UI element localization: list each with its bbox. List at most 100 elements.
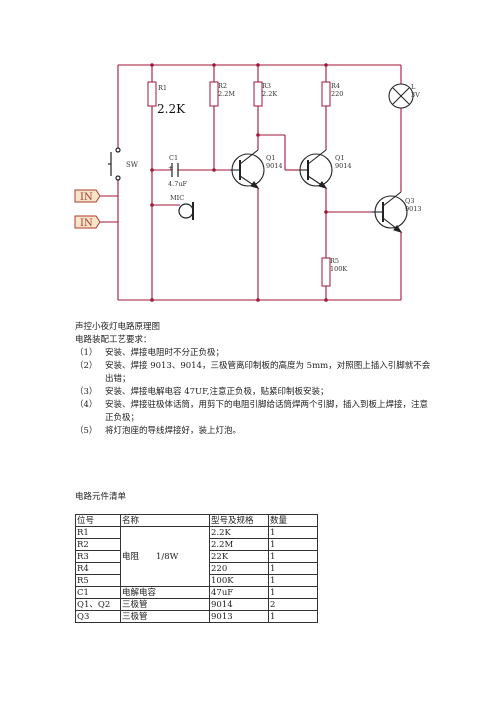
- table-row: R4 220 1: [75, 562, 318, 575]
- r4-value: 220: [331, 90, 343, 98]
- item-number: （2）: [75, 361, 98, 371]
- r3-value: 2.2K: [262, 90, 277, 98]
- header-spec: 型号及规格: [209, 514, 269, 527]
- cell-spec: 9014: [209, 598, 269, 611]
- junction-dots: [150, 63, 328, 302]
- capacitor-c1: [171, 163, 179, 177]
- cell-spec: 47uF: [209, 586, 269, 599]
- input-in-2: IN: [74, 215, 101, 229]
- q1-label: Q1: [266, 154, 275, 162]
- r5-value: 100K: [330, 265, 347, 273]
- header-name: 名称: [120, 514, 210, 527]
- r3-label: R3: [262, 82, 271, 90]
- parts-table: 位号 名称 型号及规格 数量 R1 电阻 1/8W 2.2K 1 R2 2.2M…: [75, 514, 318, 623]
- resistor-r1: [147, 81, 157, 107]
- resistor-r2: [209, 81, 219, 107]
- input-in-2-label: IN: [80, 218, 93, 229]
- r1-value: 2.2K: [157, 102, 186, 116]
- lamp-l: [388, 83, 414, 109]
- requirements-list: （1） 安装、焊接电阻时不分正负极； （2） 安装、焊接 9013、9014，三极管…: [75, 347, 435, 438]
- input-in-1: IN: [74, 189, 101, 203]
- list-item: （2） 安装、焊接 9013、9014，三极管离印制板的高度为 5mm，对照图上插…: [75, 360, 435, 386]
- cell-name: 三极管: [120, 610, 210, 623]
- cell-ref: R2: [75, 538, 121, 551]
- cell-spec: 2.2M: [209, 538, 269, 551]
- transistor-q3: [372, 191, 408, 233]
- cell-ref: R1: [75, 526, 121, 539]
- mic-label: MIC: [170, 194, 184, 202]
- r2-label: R2: [218, 82, 227, 90]
- table-header-row: 位号 名称 型号及规格 数量: [75, 514, 318, 527]
- lamp-value: 3V: [411, 91, 420, 99]
- table-row: Q1、Q2 三极管 9014 2: [75, 598, 318, 611]
- resistor-r4: [321, 81, 331, 107]
- r5-label: R5: [330, 257, 339, 265]
- table-row: Q3 三极管 9013 1: [75, 610, 318, 623]
- cell-name-merged: 电阻 1/8W: [120, 526, 210, 587]
- list-item: （1） 安装、焊接电阻时不分正负极；: [75, 347, 435, 360]
- header-ref: 位号: [75, 514, 121, 527]
- c1-polarity: +: [168, 164, 173, 172]
- cell-qty: 1: [268, 562, 318, 575]
- schematic-title: 声控小夜灯电路原理图: [75, 322, 161, 332]
- resistor-r3: [253, 81, 263, 107]
- circuit-wires: [100, 64, 402, 301]
- cell-qty: 1: [268, 526, 318, 539]
- item-number: （3）: [75, 387, 98, 397]
- cell-ref: R4: [75, 562, 121, 575]
- cell-ref: C1: [75, 586, 121, 599]
- resistor-r5: [321, 257, 331, 287]
- switch-sw: [108, 147, 121, 181]
- cell-ref: R5: [75, 574, 121, 587]
- cell-ref: Q3: [75, 610, 121, 623]
- input-in-1-label: IN: [80, 192, 93, 203]
- item-text: 将灯泡座的导线焊接好，装上灯泡。: [105, 426, 242, 436]
- r4-label: R4: [331, 82, 340, 90]
- q3-model: 9013: [405, 205, 422, 213]
- q1-model: 9014: [266, 162, 283, 170]
- switch-label: SW: [126, 161, 139, 169]
- cell-spec: 22K: [209, 550, 269, 563]
- item-number: （4）: [75, 400, 98, 410]
- r1-label: R1: [158, 84, 167, 92]
- q2-label: Q1: [335, 154, 344, 162]
- table-row: R2 2.2M 1: [75, 538, 318, 551]
- transistor-q2: [299, 149, 333, 189]
- cell-qty: 1: [268, 538, 318, 551]
- c1-value: 4.7uF: [168, 180, 188, 188]
- cell-qty: 1: [268, 550, 318, 563]
- cell-qty: 1: [268, 586, 318, 599]
- cell-qty: 1: [268, 610, 318, 623]
- transistor-q1: [230, 149, 265, 189]
- item-number: （5）: [75, 426, 98, 436]
- item-text: 安装、焊接电阻时不分正负极；: [105, 348, 225, 358]
- list-item: （3） 安装、焊接电解电容 47UF,注意正负极，贴紧印制板安装；: [75, 386, 435, 399]
- item-text: 安装、焊接电解电容 47UF,注意正负极，贴紧印制板安装；: [105, 387, 329, 397]
- cell-spec: 9013: [209, 610, 269, 623]
- c1-label: C1: [169, 154, 178, 162]
- cell-spec: 100K: [209, 574, 269, 587]
- item-text: 安装、焊接 9013、9014，三极管离印制板的高度为 5mm，对照图上插入引脚…: [105, 361, 431, 384]
- r2-value: 2.2M: [218, 90, 235, 98]
- table-row: R1 电阻 1/8W 2.2K 1: [75, 526, 318, 587]
- parts-table-title: 电路元件清单: [75, 492, 127, 502]
- requirements-heading: 电路装配工艺要求：: [75, 335, 152, 345]
- list-item: （5） 将灯泡座的导线焊接好，装上灯泡。: [75, 425, 435, 438]
- q2-model: 9014: [335, 162, 352, 170]
- list-item: （4） 安装、焊接驻极体话筒，用剪下的电阻引脚给话筒焊两个引脚，插入到板上焊接，注…: [75, 399, 435, 425]
- table-row: R5 100K 1: [75, 574, 318, 587]
- cell-spec: 220: [209, 562, 269, 575]
- table-row: R3 22K 1: [75, 550, 318, 563]
- cell-qty: 2: [268, 598, 318, 611]
- circuit-schematic: IN IN R1 2.2K R2 2.2M R3 2.2K R4 220 R5 …: [74, 63, 422, 302]
- lamp-label: L: [411, 83, 416, 91]
- microphone-mic: [178, 202, 194, 220]
- cell-name: 三极管: [120, 598, 210, 611]
- cell-name: 电解电容: [120, 586, 210, 599]
- item-number: （1）: [75, 348, 98, 358]
- cell-qty: 1: [268, 574, 318, 587]
- table-row: C1 电解电容 47uF 1: [75, 586, 318, 599]
- header-qty: 数量: [268, 514, 318, 527]
- cell-ref: Q1、Q2: [75, 598, 121, 611]
- item-text: 安装、焊接驻极体话筒，用剪下的电阻引脚给话筒焊两个引脚，插入到板上焊接，注意正负…: [105, 400, 429, 423]
